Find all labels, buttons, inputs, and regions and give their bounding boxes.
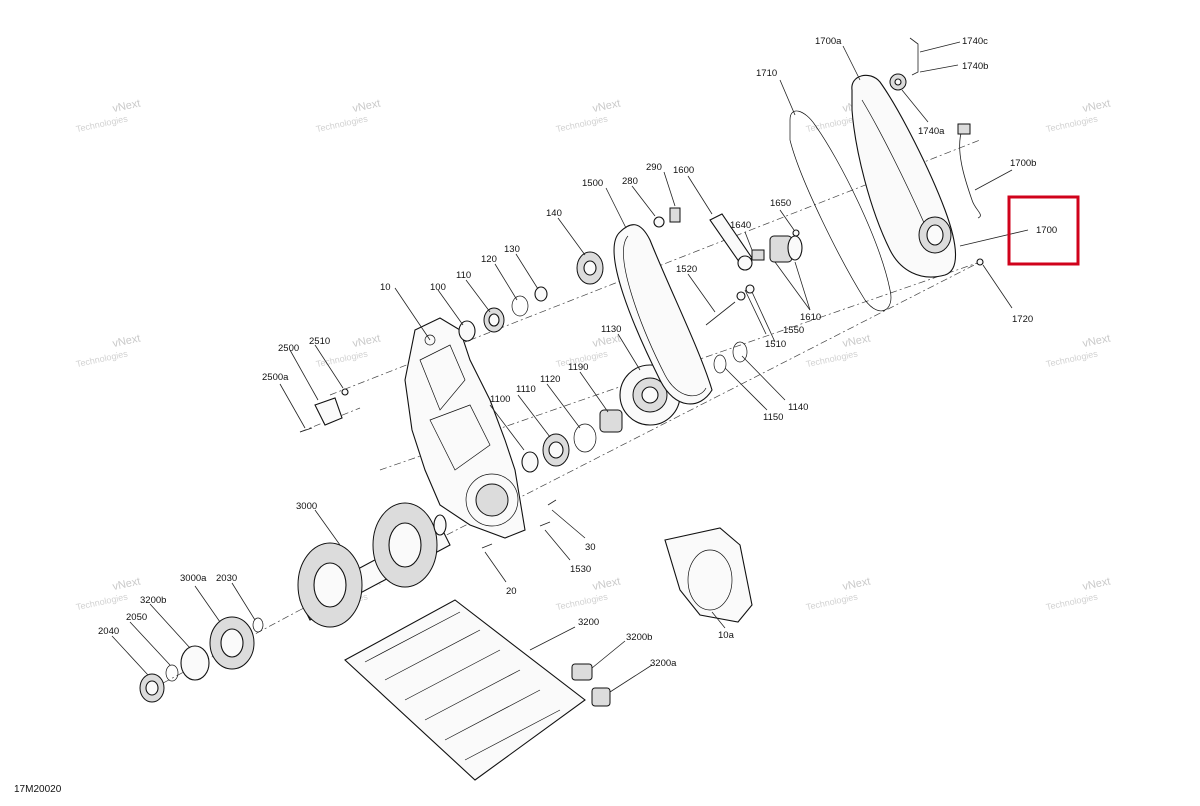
- watermark-line1: vNext: [351, 333, 381, 351]
- callout-100: 100: [430, 282, 446, 293]
- main-housing: [404, 317, 526, 539]
- watermark-line1: vNext: [591, 333, 621, 351]
- callout-1550: 1550: [783, 325, 804, 336]
- callout-120: 120: [481, 254, 497, 265]
- callout-1700b: 1700b: [1010, 158, 1036, 169]
- chain-tensioner: [705, 213, 803, 326]
- upper-bearing-stack: [458, 207, 681, 342]
- callout-1110: 1110: [516, 384, 536, 395]
- shaft-end-components: [139, 616, 264, 703]
- callout-1530: 1530: [570, 564, 591, 575]
- callout-1100: 1100: [490, 394, 510, 405]
- cover-gasket: [789, 110, 892, 312]
- drive-shaft: [297, 502, 451, 628]
- callout-1740a: 1740a: [918, 126, 945, 137]
- watermark-line1: vNext: [1081, 333, 1111, 351]
- watermark-line2: Technologies: [75, 113, 129, 134]
- leader-lines: [111, 41, 1029, 693]
- callout-1610: 1610: [800, 312, 821, 323]
- watermark-line2: Technologies: [315, 348, 369, 369]
- watermark-line1: vNext: [841, 576, 871, 594]
- part-callouts: 10 10a 20 30 100 110 120 130 140 280 290…: [98, 36, 1036, 669]
- callout-3200: 3200: [578, 617, 599, 628]
- watermark-line2: Technologies: [1045, 348, 1099, 369]
- callout-1600: 1600: [673, 165, 694, 176]
- callout-10: 10: [380, 282, 391, 293]
- callout-1720: 1720: [1012, 314, 1033, 325]
- watermark-line2: Technologies: [555, 591, 609, 612]
- callout-2040: 2040: [98, 626, 119, 637]
- callout-3200b: 3200b: [140, 595, 166, 606]
- callout-280: 280: [622, 176, 638, 187]
- callout-3200a: 3200a: [650, 658, 677, 669]
- highlighted-callout-1700[interactable]: 1700: [1007, 195, 1080, 266]
- callout-1140: 1140: [788, 402, 808, 413]
- callout-2050: 2050: [126, 612, 147, 623]
- highlight-box[interactable]: [1007, 195, 1080, 266]
- watermark-line1: vNext: [1081, 576, 1111, 594]
- watermark-line2: Technologies: [1045, 113, 1099, 134]
- watermark-line1: vNext: [111, 333, 141, 351]
- chaincase-cover: [851, 37, 984, 278]
- callout-1710: 1710: [756, 68, 777, 79]
- watermark-line2: Technologies: [555, 113, 609, 134]
- callout-1500: 1500: [582, 178, 603, 189]
- callout-3000: 3000: [296, 501, 317, 512]
- callout-1520: 1520: [676, 264, 697, 275]
- small-hardware: [299, 388, 557, 549]
- callout-130: 130: [504, 244, 520, 255]
- callout-290: 290: [646, 162, 662, 173]
- callout-1190: 1190: [568, 362, 588, 373]
- callout-1150: 1150: [763, 412, 783, 423]
- housing-gasket: [664, 527, 753, 623]
- watermark-line2: Technologies: [75, 591, 129, 612]
- diagram-reference-code: 17M20020: [14, 784, 62, 795]
- watermark-line2: Technologies: [1045, 591, 1099, 612]
- watermark-line2: Technologies: [75, 348, 129, 369]
- watermark-line1: vNext: [111, 98, 141, 116]
- callout-1700: 1700: [1036, 225, 1057, 236]
- callout-20: 20: [506, 586, 517, 597]
- callout-1510: 1510: [765, 339, 786, 350]
- track-clips: [571, 663, 611, 707]
- watermark-line1: vNext: [1081, 98, 1111, 116]
- watermark-line1: vNext: [111, 576, 141, 594]
- sensor-harness: [957, 123, 981, 219]
- callout-2510: 2510: [309, 336, 330, 347]
- watermark-line2: Technologies: [315, 113, 369, 134]
- callout-2500: 2500: [278, 343, 299, 354]
- callout-1740b: 1740b: [962, 61, 988, 72]
- callout-140: 140: [546, 208, 562, 219]
- callout-10a: 10a: [718, 630, 735, 641]
- watermark-line1: vNext: [351, 98, 381, 116]
- watermark-line1: vNext: [841, 333, 871, 351]
- callout-3200b-right: 3200b: [626, 632, 652, 643]
- drive-chain: [613, 224, 713, 405]
- callout-2500a: 2500a: [262, 372, 289, 383]
- callout-1130: 1130: [601, 324, 621, 335]
- callout-1120: 1120: [540, 374, 560, 385]
- watermark-line2: Technologies: [805, 591, 859, 612]
- callout-1650: 1650: [770, 198, 791, 209]
- watermark-line2: Technologies: [805, 348, 859, 369]
- callout-1740c: 1740c: [962, 36, 988, 47]
- watermark-line2: Technologies: [805, 113, 859, 134]
- watermark-line1: vNext: [591, 576, 621, 594]
- callout-3000a: 3000a: [180, 573, 207, 584]
- callout-30: 30: [585, 542, 596, 553]
- track-slider-plate: [344, 599, 586, 781]
- callout-1700a: 1700a: [815, 36, 842, 47]
- watermark-grid: vNextTechnologiesvNextTechnologiesvNextT…: [75, 98, 1111, 613]
- watermark-line1: vNext: [591, 98, 621, 116]
- callout-110: 110: [456, 270, 471, 281]
- callout-1640: 1640: [730, 220, 751, 231]
- callout-2030: 2030: [216, 573, 237, 584]
